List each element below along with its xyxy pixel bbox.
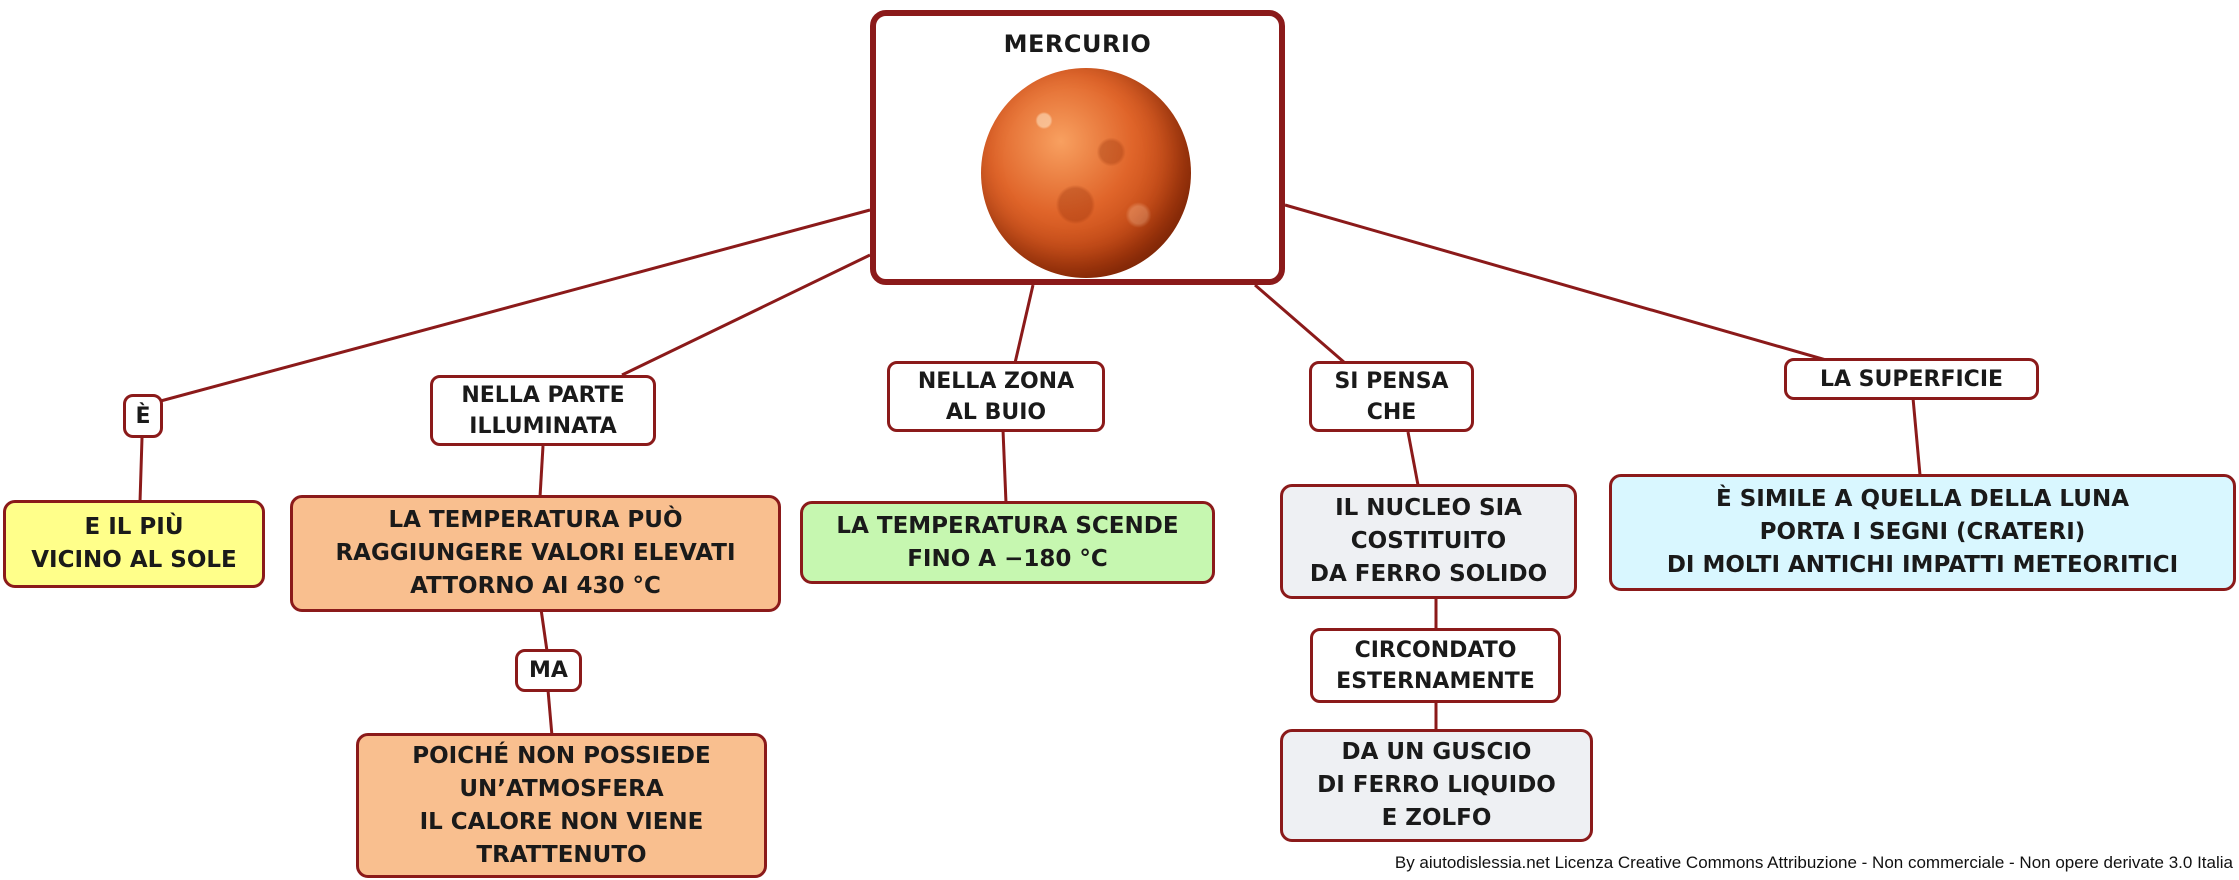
content-buio: LA TEMPERATURA SCENDE FINO A −180 °C <box>800 501 1215 584</box>
link-pensa-content <box>1406 431 1420 486</box>
link-illuminata-content <box>538 445 545 498</box>
label-illuminata: NELLA PARTE ILLUMINATA <box>430 375 656 446</box>
content-superficie: È SIMILE A QUELLA DELLA LUNA PORTA I SEG… <box>1609 474 2236 591</box>
link-center-e <box>141 208 871 408</box>
content-pensa-2: DA UN GUSCIO DI FERRO LIQUIDO E ZOLFO <box>1280 729 1593 842</box>
connector-circondato: CIRCONDATO ESTERNAMENTE <box>1310 628 1561 703</box>
link-center-pensa <box>1254 283 1346 365</box>
content-illuminata-2: POICHÉ NON POSSIEDE UN’ATMOSFERA IL CALO… <box>356 733 767 878</box>
central-topic-node: MERCURIO <box>870 10 1285 285</box>
connector-ma: MA <box>515 649 582 692</box>
label-superficie: LA SUPERFICIE <box>1784 358 2039 400</box>
link-buio-content <box>1001 429 1008 504</box>
link-center-illuminata <box>621 253 871 377</box>
label-pensa: SI PENSA CHE <box>1309 361 1474 432</box>
label-e: È <box>123 394 163 438</box>
link-center-superficie <box>1284 203 1827 362</box>
link-e-content <box>138 437 144 503</box>
content-e: E IL PIÙ VICINO AL SOLE <box>3 500 265 588</box>
link-center-buio <box>1013 284 1035 364</box>
link-superficie-content <box>1911 397 1922 476</box>
link-illuminata-ma <box>539 608 549 652</box>
mercury-planet-image <box>981 68 1191 278</box>
content-illuminata: LA TEMPERATURA PUÒ RAGGIUNGERE VALORI EL… <box>290 495 781 612</box>
central-topic-title: MERCURIO <box>1003 30 1152 58</box>
label-buio: NELLA ZONA AL BUIO <box>887 361 1105 432</box>
link-ma-content2 <box>546 689 554 737</box>
content-pensa: IL NUCLEO SIA COSTITUITO DA FERRO SOLIDO <box>1280 484 1577 599</box>
license-credit: By aiutodislessia.net Licenza Creative C… <box>1394 853 2233 872</box>
